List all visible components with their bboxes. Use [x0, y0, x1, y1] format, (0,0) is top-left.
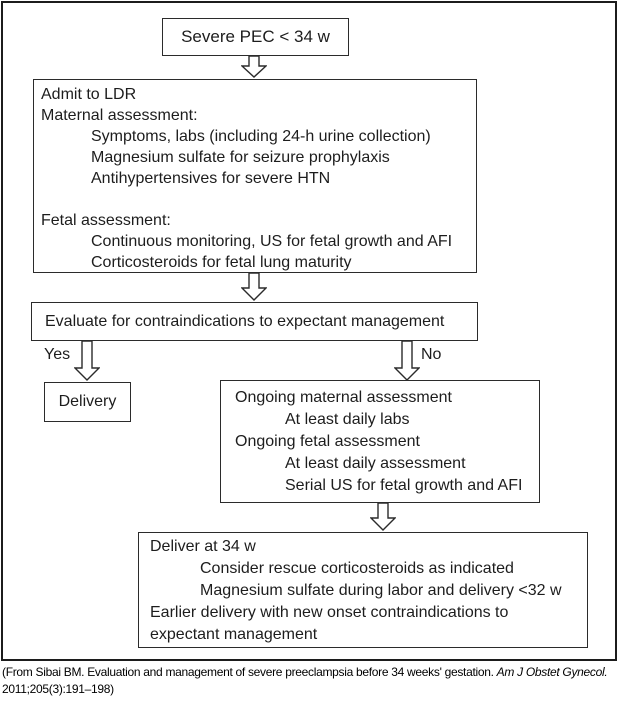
admit-box-line: Continuous monitoring, US for fetal grow… [91, 233, 453, 250]
outer-frame [1, 1, 617, 661]
delivery-box: Delivery [44, 382, 131, 422]
start-to-admit-arrow-icon [241, 56, 267, 78]
ongoing-box-line: At least daily assessment [285, 455, 466, 472]
no-label: No [421, 346, 442, 363]
caption-line-2: 2011;205(3):191–198) [2, 682, 114, 696]
ongoing-box: Ongoing maternal assessment At least dai… [220, 380, 540, 503]
admit-box-line: Maternal assessment: [41, 107, 198, 124]
admit-box-line: Symptoms, labs (including 24-h urine col… [91, 128, 431, 145]
delivery-box-label: Delivery [58, 393, 117, 410]
admit-box-line: Antihypertensives for severe HTN [91, 170, 331, 187]
admit-box-line: Admit to LDR [41, 86, 137, 103]
evaluate-box: Evaluate for contraindications to expect… [31, 302, 478, 341]
deliver-box: Deliver at 34 w Consider rescue corticos… [138, 532, 588, 648]
start-box: Severe PEC < 34 w [162, 18, 349, 56]
yes-label: Yes [44, 346, 71, 363]
evaluate-box-label: Evaluate for contraindications to expect… [45, 312, 445, 330]
start-box-label: Severe PEC < 34 w [181, 27, 330, 46]
deliver-box-line: Magnesium sulfate during labor and deliv… [200, 582, 562, 599]
ongoing-box-line: Serial US for fetal growth and AFI [285, 477, 523, 494]
ongoing-to-deliver-arrow-icon [370, 503, 396, 531]
admit-box-line: Magnesium sulfate for seizure prophylaxi… [91, 149, 390, 166]
admit-box-line: Corticosteroids for fetal lung maturity [91, 254, 352, 271]
deliver-box-line: Consider rescue corticosteroids as indic… [200, 560, 514, 577]
yes-branch-arrow-icon [74, 341, 100, 381]
caption: (From Sibai BM. Evaluation and managemen… [2, 664, 620, 698]
admit-box-line: Fetal assessment: [41, 212, 171, 229]
admit-to-evaluate-arrow-icon [241, 273, 267, 301]
deliver-box-line: Deliver at 34 w [150, 538, 256, 555]
no-branch-arrow-icon [394, 341, 420, 381]
caption-citation-text: (From Sibai BM. Evaluation and managemen… [2, 665, 497, 679]
ongoing-box-line: At least daily labs [285, 411, 410, 428]
caption-journal-name: Am J Obstet Gynecol. [496, 665, 608, 679]
admit-box: Admit to LDR Maternal assessment: Sympto… [33, 79, 477, 273]
ongoing-box-line: Ongoing fetal assessment [235, 433, 420, 450]
caption-line-1: (From Sibai BM. Evaluation and managemen… [2, 664, 620, 681]
ongoing-box-line: Ongoing maternal assessment [235, 389, 452, 406]
deliver-box-line: Earlier delivery with new onset contrain… [150, 604, 509, 643]
